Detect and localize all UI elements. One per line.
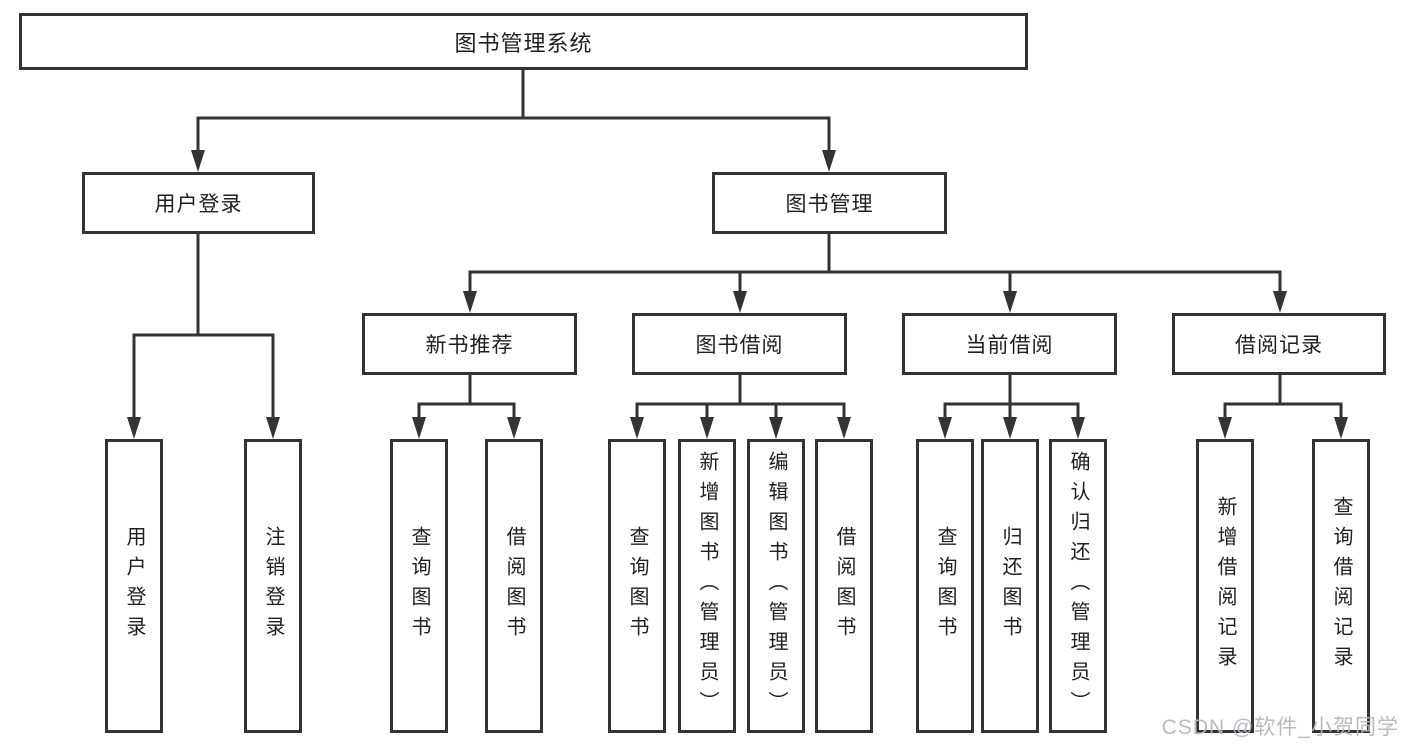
node-book-management: 图书管理: [712, 172, 947, 234]
node-library-management-system: 图书管理系统: [19, 13, 1028, 70]
connector-borrow-record-children: [1218, 373, 1348, 439]
leaf-label: 查询图书: [408, 526, 430, 646]
connector-current-borrow-children: [938, 373, 1085, 439]
leaf-query-borrow-record: 查询借阅记录: [1312, 439, 1370, 733]
connector-book-management-children: [463, 232, 1287, 313]
leaf-borrow-book: 借阅图书: [815, 439, 873, 733]
leaf-logout: 注销登录: [244, 439, 302, 733]
connector-user-login-children: [127, 232, 280, 439]
node-book-borrow: 图书借阅: [632, 313, 847, 375]
leaf-query-book-borrow: 查询图书: [608, 439, 666, 733]
leaf-label: 新增借阅记录: [1214, 496, 1236, 676]
leaf-label: 查询借阅记录: [1330, 496, 1352, 676]
leaf-label: 用户登录: [123, 526, 145, 646]
leaf-label: 借阅图书: [503, 526, 525, 646]
node-label: 图书管理系统: [454, 30, 593, 56]
leaf-return-book: 归还图书: [981, 439, 1039, 733]
leaf-label: 编辑图书（管理员）: [765, 451, 787, 721]
node-current-borrow: 当前借阅: [902, 313, 1117, 375]
leaf-user-login: 用户登录: [105, 439, 163, 733]
node-label: 新书推荐: [425, 334, 514, 357]
node-label: 当前借阅: [965, 334, 1054, 357]
leaf-edit-book-admin: 编辑图书（管理员）: [747, 439, 805, 733]
node-new-book-recommend: 新书推荐: [362, 313, 577, 375]
leaf-confirm-return-admin: 确认归还（管理员）: [1049, 439, 1107, 733]
node-label: 图书借阅: [695, 334, 784, 357]
leaf-label: 注销登录: [262, 526, 284, 646]
leaf-label: 归还图书: [999, 526, 1021, 646]
watermark: CSDN @软件_小贺同学: [1161, 716, 1399, 739]
leaf-query-book-recommend: 查询图书: [390, 439, 448, 733]
leaf-label: 新增图书（管理员）: [696, 451, 718, 721]
connector-book-borrow-children: [630, 373, 851, 439]
node-borrow-record: 借阅记录: [1172, 313, 1386, 375]
node-label: 用户登录: [154, 193, 243, 216]
leaf-add-borrow-record: 新增借阅记录: [1196, 439, 1254, 733]
connector-root-to-level2: [191, 68, 836, 172]
leaf-add-book-admin: 新增图书（管理员）: [678, 439, 736, 733]
leaf-label: 确认归还（管理员）: [1067, 451, 1089, 721]
node-user-login: 用户登录: [82, 172, 315, 234]
leaf-label: 借阅图书: [833, 526, 855, 646]
leaf-label: 查询图书: [934, 526, 956, 646]
node-label: 借阅记录: [1235, 334, 1323, 357]
node-label: 图书管理: [785, 193, 874, 216]
leaf-borrow-book-recommend: 借阅图书: [485, 439, 543, 733]
leaf-query-book-current: 查询图书: [916, 439, 974, 733]
connector-new-book-children: [412, 373, 521, 439]
leaf-label: 查询图书: [626, 526, 648, 646]
